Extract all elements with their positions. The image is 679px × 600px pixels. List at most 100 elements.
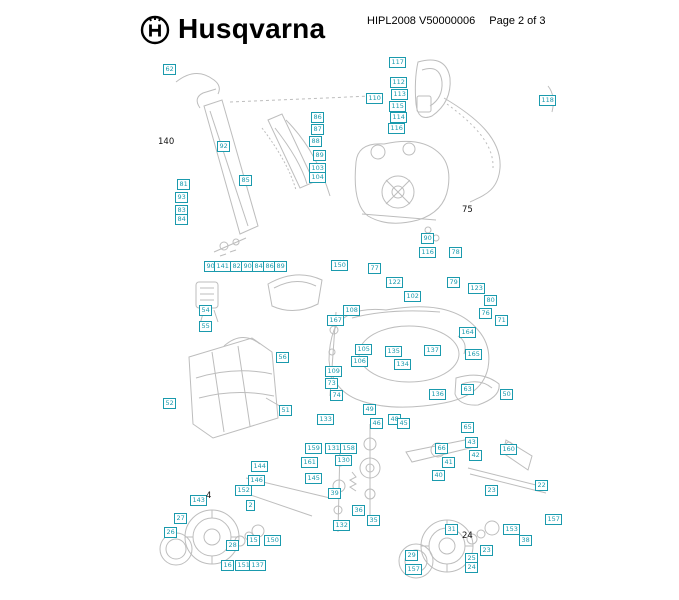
part-callout-43: 43 <box>465 437 479 448</box>
part-callout-78: 78 <box>449 247 463 258</box>
part-callout-158: 158 <box>340 443 358 454</box>
part-callout-117: 117 <box>389 57 407 68</box>
part-callout-118: 118 <box>539 95 557 106</box>
part-number-text-140: 140 <box>158 137 175 147</box>
part-callout-27: 27 <box>174 513 188 524</box>
part-callout-102: 102 <box>404 291 422 302</box>
part-callout-2: 2 <box>246 500 256 511</box>
part-number-text-4: 4 <box>206 491 212 501</box>
part-callout-132: 132 <box>333 520 351 531</box>
part-callout-87: 87 <box>311 124 325 135</box>
part-callout-146: 146 <box>248 475 266 486</box>
part-callout-49: 49 <box>363 404 377 415</box>
part-callout-35: 35 <box>367 515 381 526</box>
page-indicator: Page 2 of 3 <box>489 15 546 27</box>
part-callout-26: 26 <box>164 527 178 538</box>
part-callout-71: 71 <box>495 315 509 326</box>
part-callout-153: 153 <box>503 524 521 535</box>
part-callout-112: 112 <box>390 77 408 88</box>
part-callout-106: 106 <box>351 356 369 367</box>
document-info: HIPL2008 V50000006 Page 2 of 3 <box>367 15 546 27</box>
part-callout-105: 105 <box>355 344 373 355</box>
part-callout-24: 24 <box>465 562 479 573</box>
part-callout-81: 81 <box>177 179 191 190</box>
part-callout-135: 135 <box>385 346 403 357</box>
part-callout-39: 39 <box>328 488 342 499</box>
part-callout-41: 41 <box>442 457 456 468</box>
part-callout-16: 16 <box>221 560 235 571</box>
part-callout-38: 38 <box>519 535 533 546</box>
part-number-text-75: 75 <box>462 205 473 215</box>
part-callout-143: 143 <box>190 495 208 506</box>
part-callout-114: 114 <box>390 112 408 123</box>
part-callout-76: 76 <box>479 308 493 319</box>
part-callout-45: 45 <box>397 418 411 429</box>
part-callout-31: 31 <box>445 524 459 535</box>
part-callout-122: 122 <box>386 277 404 288</box>
part-callout-50: 50 <box>500 389 514 400</box>
part-callout-63: 63 <box>461 384 475 395</box>
part-callout-157: 157 <box>545 514 563 525</box>
part-callout-66: 66 <box>435 443 449 454</box>
part-callout-23: 23 <box>480 545 494 556</box>
part-callout-46: 46 <box>370 418 384 429</box>
part-callout-86: 86 <box>311 112 325 123</box>
part-callout-80: 80 <box>484 295 498 306</box>
part-callout-74: 74 <box>330 390 344 401</box>
part-callout-29: 29 <box>405 550 419 561</box>
part-callout-152: 152 <box>235 485 253 496</box>
document-id: HIPL2008 V50000006 <box>367 15 476 27</box>
part-callout-88: 88 <box>309 136 323 147</box>
part-callout-93: 93 <box>175 192 189 203</box>
part-callout-161: 161 <box>301 457 319 468</box>
part-callout-109: 109 <box>325 366 343 377</box>
part-callout-54: 54 <box>199 305 213 316</box>
part-callout-116: 116 <box>388 123 406 134</box>
part-callout-85: 85 <box>239 175 253 186</box>
part-callout-137: 137 <box>249 560 267 571</box>
part-callout-157: 157 <box>405 564 423 575</box>
part-callout-89: 89 <box>313 150 327 161</box>
header: Husqvarna <box>139 13 325 45</box>
part-callout-167: 167 <box>327 315 345 326</box>
part-callout-51: 51 <box>279 405 293 416</box>
part-callout-137: 137 <box>424 345 442 356</box>
part-callout-123: 123 <box>468 283 486 294</box>
part-callout-136: 136 <box>429 389 447 400</box>
part-callout-77: 77 <box>368 263 382 274</box>
part-callout-159: 159 <box>305 443 323 454</box>
part-callout-73: 73 <box>325 378 339 389</box>
part-callout-40: 40 <box>432 470 446 481</box>
part-callout-130: 130 <box>335 455 353 466</box>
part-callout-108: 108 <box>343 305 361 316</box>
part-callout-56: 56 <box>276 352 290 363</box>
part-callout-79: 79 <box>447 277 461 288</box>
part-callout-165: 165 <box>465 349 483 360</box>
part-callout-145: 145 <box>305 473 323 484</box>
part-callout-164: 164 <box>459 327 477 338</box>
part-callout-115: 115 <box>389 101 407 112</box>
part-callout-65: 65 <box>461 422 475 433</box>
husqvarna-logo-icon <box>140 15 170 45</box>
part-callout-55: 55 <box>199 321 213 332</box>
part-callout-23: 23 <box>485 485 499 496</box>
part-callout-92: 92 <box>217 141 231 152</box>
part-callout-160: 160 <box>500 444 518 455</box>
part-callout-134: 134 <box>394 359 412 370</box>
part-callout-52: 52 <box>163 398 177 409</box>
part-callout-22: 22 <box>535 480 549 491</box>
part-callout-133: 133 <box>317 414 335 425</box>
part-callout-104: 104 <box>309 172 327 183</box>
part-callout-141: 141 <box>214 261 232 272</box>
part-callout-84: 84 <box>175 214 189 225</box>
part-callout-89: 89 <box>274 261 288 272</box>
part-callout-36: 36 <box>352 505 366 516</box>
part-callout-150: 150 <box>264 535 282 546</box>
part-callout-62: 62 <box>163 64 177 75</box>
part-callout-150: 150 <box>331 260 349 271</box>
part-callout-28: 28 <box>226 540 240 551</box>
part-callout-90: 90 <box>421 233 435 244</box>
part-callout-144: 144 <box>251 461 269 472</box>
